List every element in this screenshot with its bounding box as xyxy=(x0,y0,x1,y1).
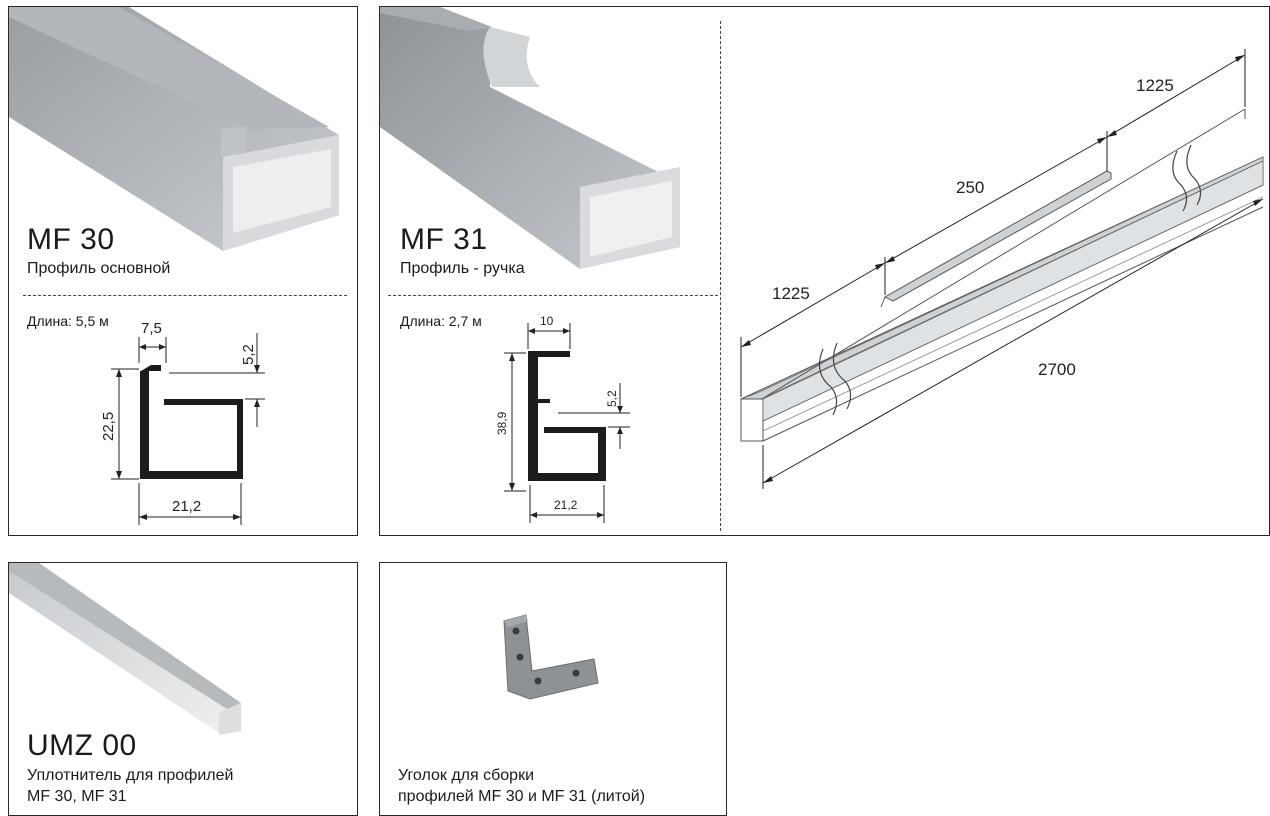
mf31-code: MF 31 xyxy=(400,223,488,256)
mf30-dim-d: 21,2 xyxy=(172,498,201,515)
umz00-code: UMZ 00 xyxy=(27,729,137,762)
mf31-name: Профиль - ручка xyxy=(400,260,525,277)
assembly-drawing: 1225 250 1225 2700 xyxy=(740,49,1264,489)
mf30-name: Профиль основной xyxy=(27,260,171,277)
assembly-dim-1: 1225 xyxy=(772,284,810,303)
mf30-code: MF 30 xyxy=(27,223,115,256)
umz00-line2: MF 30, MF 31 xyxy=(27,788,127,805)
mf31-dim-c: 38,9 xyxy=(495,411,509,435)
corner-line1: Уголок для сборки xyxy=(398,767,535,784)
mf31-dim-d: 21,2 xyxy=(554,498,578,512)
assembly-dim-3: 1225 xyxy=(1136,76,1174,95)
card-mf31: MF 31 Профиль - ручка Длина: 2,7 м 10 5,… xyxy=(379,6,1270,536)
mf30-section-drawing: 7,5 5,2 22,5 21,2 xyxy=(100,320,265,525)
assembly-dim-total: 2700 xyxy=(1038,360,1076,379)
corner-line2: профилей MF 30 и MF 31 (литой) xyxy=(398,788,646,805)
corner-bracket-photo xyxy=(503,614,599,700)
divider xyxy=(23,295,347,296)
mf30-length: Длина: 5,5 м xyxy=(27,313,109,329)
mf30-dim-c: 22,5 xyxy=(100,412,117,441)
mf31-length: Длина: 2,7 м xyxy=(400,313,482,329)
mf31-dim-a: 10 xyxy=(540,314,554,328)
umz00-line1: Уплотнитель для профилей xyxy=(27,767,234,784)
divider xyxy=(388,295,718,296)
mf30-dim-b: 5,2 xyxy=(240,344,257,365)
divider-vertical xyxy=(720,21,721,531)
mf30-dim-a: 7,5 xyxy=(141,320,162,337)
card-corner: Уголок для сборки профилей MF 30 и MF 31… xyxy=(379,562,727,816)
mf30-photo xyxy=(9,7,339,251)
assembly-dim-2: 250 xyxy=(956,178,984,197)
card-umz00: UMZ 00 Уплотнитель для профилей MF 30, M… xyxy=(8,562,358,816)
umz00-photo xyxy=(9,563,241,735)
card-mf30: MF 30 Профиль основной Длина: 5,5 м 7,5 … xyxy=(8,6,358,536)
mf31-dim-b: 5,2 xyxy=(605,390,619,407)
mf31-section-drawing: 10 5,2 38,9 21,2 xyxy=(495,314,630,523)
mf31-photo xyxy=(380,7,680,269)
